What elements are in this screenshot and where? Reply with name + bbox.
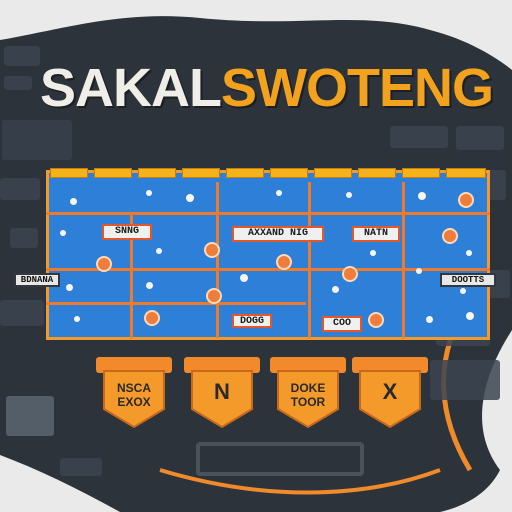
option-card[interactable]: DOKE TOOR [270, 357, 346, 429]
board-dot [60, 230, 66, 236]
option-card[interactable]: X [352, 357, 428, 429]
board-header-tab [182, 168, 220, 178]
board-label: DOGG [232, 314, 272, 328]
shield-icon [277, 370, 339, 429]
board-dot [332, 286, 339, 293]
card-header [270, 357, 346, 373]
board-grid-line [308, 182, 311, 338]
option-card[interactable]: NSCA EXOX [96, 357, 172, 429]
background-panel [6, 396, 54, 436]
board-dot [416, 268, 422, 274]
background-panel [10, 228, 38, 248]
board-dot [426, 316, 433, 323]
board-dot [146, 190, 152, 196]
board-dot [146, 282, 153, 289]
board-header-tab [358, 168, 396, 178]
board-grid-line [130, 212, 133, 338]
board-grid-line [46, 212, 490, 215]
board-header-tab [314, 168, 352, 178]
game-token[interactable] [458, 192, 474, 208]
game-token[interactable] [204, 242, 220, 258]
board-label: COO [322, 316, 362, 332]
game-board-grid [46, 170, 490, 340]
card-header [96, 357, 172, 373]
board-grid-line [216, 182, 219, 338]
card-label: NSCA EXOX [116, 381, 151, 409]
board-dot [466, 250, 472, 256]
game-board: SNNG AXXAND NIG NATN DOGG COO [46, 168, 490, 340]
board-header-tab [402, 168, 440, 178]
card-label: N [214, 379, 230, 404]
board-dot [70, 198, 77, 205]
board-label: SNNG [102, 224, 152, 240]
side-label: DOOTTS [440, 273, 496, 287]
board-dot [346, 192, 352, 198]
board-header-tab [446, 168, 486, 178]
board-dot [156, 248, 162, 254]
game-token[interactable] [206, 288, 222, 304]
side-label: BDNANA [14, 273, 60, 287]
board-dot [460, 288, 466, 294]
background-panel [2, 120, 72, 160]
shield-icon [359, 370, 421, 429]
shield-icon [191, 370, 253, 429]
board-dot [74, 316, 80, 322]
board-header-tab [226, 168, 264, 178]
title-word-2: SWOTENG [221, 58, 494, 118]
background-panel [0, 178, 40, 200]
card-label: DOKE TOOR [290, 381, 326, 409]
game-token[interactable] [342, 266, 358, 282]
game-token[interactable] [442, 228, 458, 244]
board-dot [276, 190, 282, 196]
background-panel [456, 126, 504, 150]
background-panel [430, 360, 500, 400]
board-label: AXXAND NIG [232, 226, 324, 242]
board-grid-line [46, 302, 306, 305]
card-header [352, 357, 428, 373]
background-panel [60, 458, 102, 476]
board-dot [418, 192, 426, 200]
game-token[interactable] [96, 256, 112, 272]
game-token[interactable] [368, 312, 384, 328]
background-frame [196, 442, 364, 476]
title-word-1: SAKAL [40, 58, 222, 118]
board-header-tab [270, 168, 308, 178]
board-header-tab [50, 168, 88, 178]
banner-title: SAKALSWOTENG [40, 58, 510, 118]
board-header-tab [138, 168, 176, 178]
board-dot [240, 274, 248, 282]
board-dot [370, 250, 376, 256]
option-card[interactable]: N [184, 357, 260, 429]
shield-icon [103, 370, 165, 429]
background-panel [390, 126, 448, 148]
board-grid-line [46, 268, 490, 271]
background-panel [4, 46, 40, 66]
board-dot [466, 312, 474, 320]
game-token[interactable] [144, 310, 160, 326]
game-token[interactable] [276, 254, 292, 270]
background-panel [0, 300, 44, 326]
card-label: X [382, 379, 398, 404]
board-grid-line [402, 182, 405, 338]
board-dot [186, 194, 194, 202]
board-label: NATN [352, 226, 400, 242]
card-header [184, 357, 260, 373]
board-header-tab [94, 168, 132, 178]
background-panel [4, 76, 32, 90]
board-dot [66, 284, 73, 291]
